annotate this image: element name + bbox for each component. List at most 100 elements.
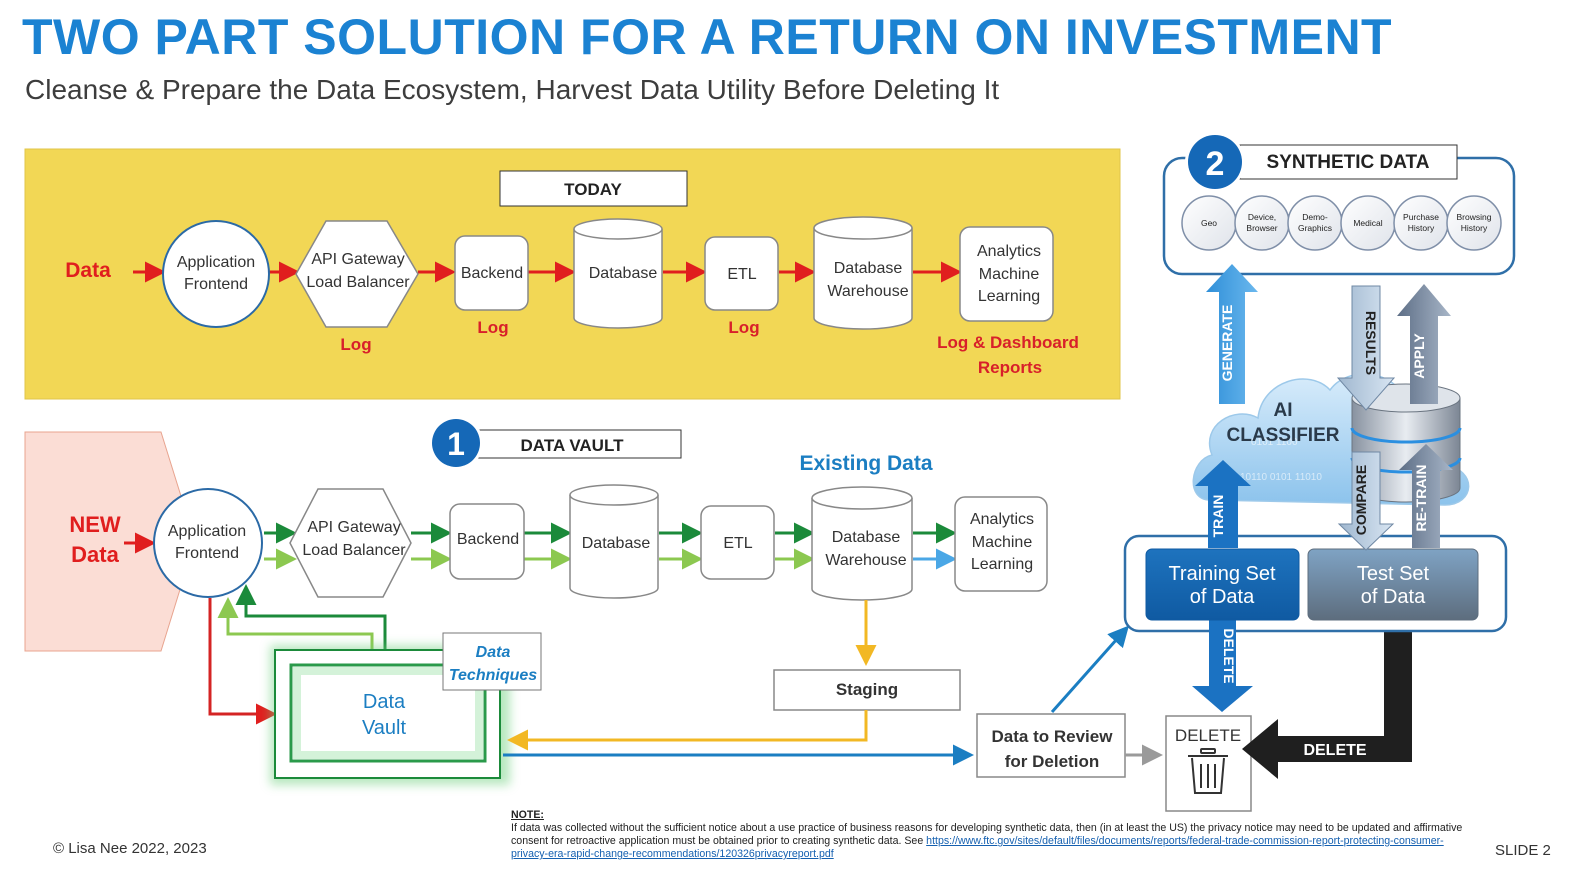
test-set-line2: of Data <box>1361 586 1426 608</box>
vault-label: DATA VAULT <box>521 436 625 455</box>
today-log-analytics-line1: Log & Dashboard <box>937 333 1079 352</box>
note-text: If data was collected without the suffic… <box>511 822 1463 847</box>
today-analytics-line3: Learning <box>978 288 1040 305</box>
vault-backend-label: Backend <box>457 531 519 548</box>
today-warehouse-line2: Warehouse <box>827 283 908 300</box>
synthetic-category-label: History <box>1408 223 1435 233</box>
vault-frontend-line1: Application <box>168 523 246 540</box>
review-line2: for Deletion <box>1005 752 1099 771</box>
vault-etl-node: ETL <box>700 505 775 580</box>
today-log-gateway: Log <box>340 335 371 354</box>
vault-to-frontend-light-arrow <box>217 597 374 650</box>
test-delete-arrow-label: DELETE <box>1303 742 1366 759</box>
apply-arrow <box>1397 284 1451 404</box>
vault-warehouse-line2: Warehouse <box>825 552 906 569</box>
review-line1: Data to Review <box>992 727 1114 746</box>
cloud-binary-1: 0101 1100 <box>1251 437 1298 448</box>
vault-analytics-line3: Learning <box>971 556 1033 573</box>
today-frontend-node: Application Frontend <box>162 220 270 328</box>
today-gateway-node: API Gateway Load Balancer <box>295 220 419 328</box>
badge-2 <box>1188 135 1242 189</box>
badge-1 <box>432 419 480 467</box>
new-data-line2: Data <box>71 542 119 567</box>
compare-arrow-label: COMPARE <box>1353 465 1369 536</box>
vault-analytics-line1: Analytics <box>970 511 1034 528</box>
today-analytics-line1: Analytics <box>977 243 1041 260</box>
slide-number: SLIDE 2 <box>1495 842 1551 859</box>
apply-arrow-label: APPLY <box>1411 333 1427 379</box>
vault-inner-glow <box>293 667 483 759</box>
new-data-banner <box>24 431 196 652</box>
vault-line1: Data <box>363 691 406 713</box>
compare-arrow <box>1337 451 1395 551</box>
vault-warehouse-line1: Database <box>832 529 901 546</box>
synthetic-category-label: Browser <box>1246 223 1277 233</box>
today-database-node: Database <box>573 218 663 329</box>
page-title: TWO PART SOLUTION FOR A RETURN ON INVEST… <box>22 9 1393 65</box>
training-set-line1: Training Set <box>1168 563 1276 585</box>
today-label-box <box>499 170 688 207</box>
trash-icon <box>1188 748 1228 794</box>
vault-gateway-node: API Gateway Load Balancer <box>289 488 412 598</box>
vault-line2: Vault <box>362 717 407 739</box>
vault-frontend-node: Application Frontend <box>153 488 263 598</box>
vault-label-box <box>454 429 682 459</box>
test-set-line1: Test Set <box>1357 563 1430 585</box>
vault-database-label: Database <box>582 535 651 552</box>
delete-box-label: DELETE <box>1175 726 1241 745</box>
vault-gateway-line2: Load Balancer <box>302 542 406 559</box>
vault-gateway-line1: API Gateway <box>307 519 400 536</box>
synthetic-category-circle <box>1446 195 1502 251</box>
results-arrow <box>1336 285 1396 411</box>
synthetic-category-label: Geo <box>1201 218 1217 228</box>
today-log-etl: Log <box>728 318 759 337</box>
test-set-box <box>1307 548 1479 621</box>
synthetic-label-box <box>1239 144 1458 180</box>
today-data-input: Data <box>65 259 111 282</box>
today-analytics-line2: Machine <box>979 266 1040 283</box>
vault-analytics-line2: Machine <box>972 534 1033 551</box>
data-techniques-box <box>442 632 542 691</box>
today-log-backend: Log <box>477 318 508 337</box>
data-techniques-line1: Data <box>476 644 511 661</box>
synthetic-category-label: Demo- <box>1302 212 1328 222</box>
new-data-line1: NEW <box>69 512 121 537</box>
test-delete-arrow <box>1242 616 1412 779</box>
legal-note: NOTE: If data was collected without the … <box>511 809 1479 861</box>
today-database-label: Database <box>589 265 658 282</box>
training-set-box <box>1145 548 1300 621</box>
synthetic-category-label: Purchase <box>1403 212 1439 222</box>
retrain-arrow <box>1399 444 1453 548</box>
today-gateway-line2: Load Balancer <box>306 274 410 291</box>
synthetic-category-label: Browsing <box>1457 212 1492 222</box>
train-arrow-label: TRAIN <box>1210 495 1226 538</box>
training-delete-arrow-label: DELETE <box>1221 628 1237 683</box>
synthetic-category-label: Device, <box>1248 212 1276 222</box>
synthetic-category-label: History <box>1461 223 1488 233</box>
results-arrow-label: RESULTS <box>1363 311 1379 375</box>
today-etl-node: ETL <box>704 236 779 311</box>
vault-frontend-line2: Frontend <box>175 545 239 562</box>
review-box <box>976 713 1126 778</box>
retrain-arrow-label: RE-TRAIN <box>1413 465 1429 532</box>
today-gateway-line1: API Gateway <box>311 251 404 268</box>
vault-warehouse-node: Database Warehouse <box>811 486 913 601</box>
today-backend-node: Backend <box>454 235 529 311</box>
generate-arrow-label: GENERATE <box>1219 305 1235 382</box>
badge-1-number: 1 <box>447 426 465 462</box>
today-backend-label: Backend <box>461 265 523 282</box>
ftc-report-link[interactable]: https://www.ftc.gov/sites/default/files/… <box>511 835 1444 860</box>
training-set-line2: of Data <box>1190 586 1255 608</box>
synthetic-category-label: Graphics <box>1298 223 1332 233</box>
review-to-training-arrow <box>1050 625 1129 713</box>
delete-box <box>1165 715 1252 812</box>
generate-arrow <box>1206 264 1258 404</box>
staging-box <box>773 669 961 711</box>
vault-database-node: Database <box>569 484 659 599</box>
today-warehouse-line1: Database <box>834 260 903 277</box>
data-techniques-line2: Techniques <box>449 667 537 684</box>
existing-data-label: Existing Data <box>799 452 932 475</box>
badge-2-number: 2 <box>1206 145 1225 183</box>
